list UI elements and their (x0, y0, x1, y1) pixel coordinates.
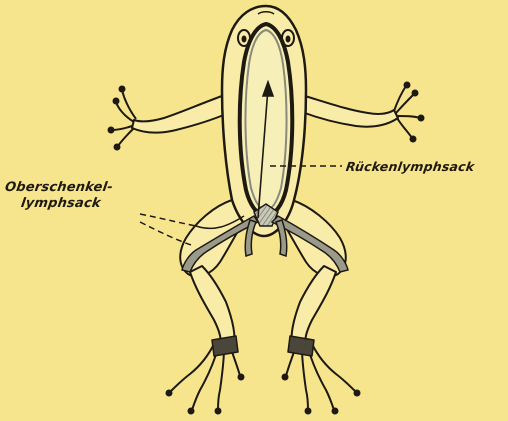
label-oberschenkel-line2: lymphsack (20, 196, 102, 211)
label-oberschenkel-line1: Oberschenkel- (4, 180, 114, 195)
left-arm (109, 87, 227, 150)
label-ruecken-lymph-sac: Rückenlymphsack (345, 159, 476, 174)
right-arm (302, 83, 424, 142)
